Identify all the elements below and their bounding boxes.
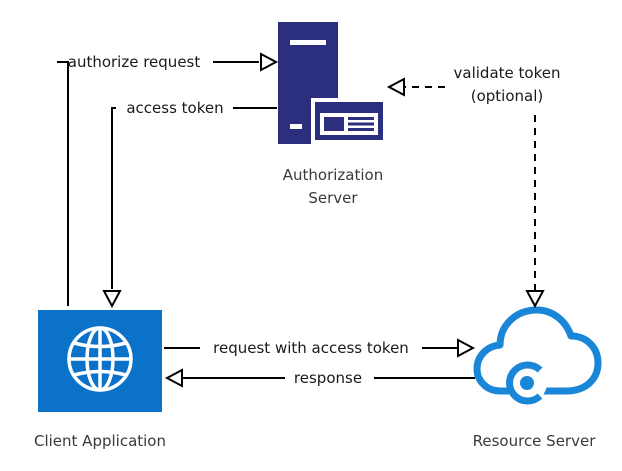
validate-token-label-line1: validate token bbox=[454, 64, 561, 82]
response-arrow bbox=[164, 368, 475, 388]
access-token-arrow bbox=[102, 107, 277, 309]
response-label: response bbox=[294, 369, 362, 387]
resource-server-label: Resource Server bbox=[473, 432, 597, 450]
authorization-server-label-line1: Authorization bbox=[283, 166, 383, 184]
authorization-server-label-line2: Server bbox=[308, 189, 358, 207]
validate-token-label-line2: (optional) bbox=[471, 87, 544, 105]
authorization-server-icon bbox=[278, 22, 387, 144]
request-with-access-token-label: request with access token bbox=[213, 339, 409, 357]
client-application-icon bbox=[38, 310, 162, 412]
validate-token-arrow bbox=[386, 77, 545, 309]
client-application-label: Client Application bbox=[34, 432, 166, 450]
authorize-request-arrow bbox=[57, 52, 279, 306]
globe-icon bbox=[67, 326, 133, 392]
resource-server-cloud-icon bbox=[473, 306, 602, 405]
request-with-access-token-arrow bbox=[164, 338, 476, 358]
access-token-label: access token bbox=[126, 99, 223, 117]
authorize-request-label: authorize request bbox=[68, 53, 201, 71]
